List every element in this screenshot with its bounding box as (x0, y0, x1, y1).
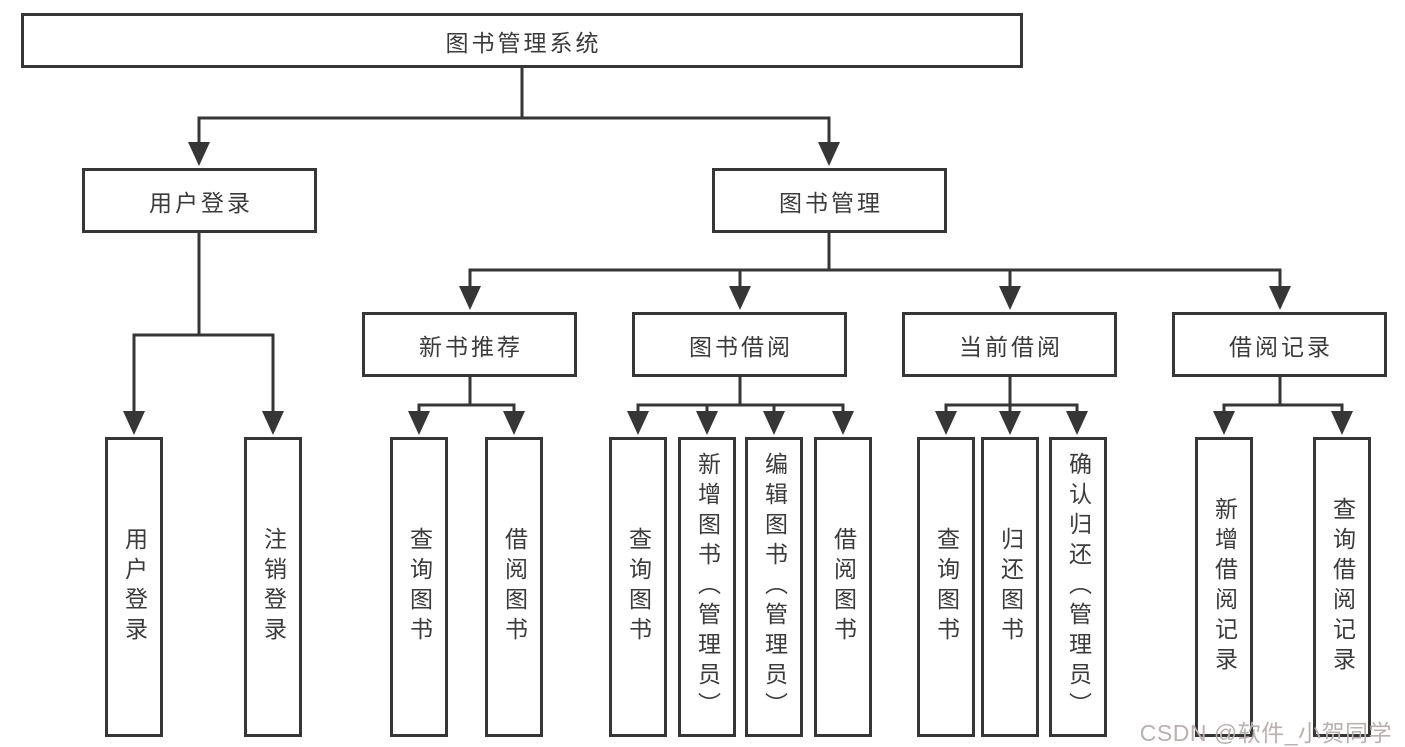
node-label: 借阅图书 (501, 527, 528, 647)
node-new-book-recommend: 新书推荐 (362, 312, 577, 377)
leaf-return-books: 归还图书 (981, 437, 1039, 737)
node-label: 确认归还（管理员） (1065, 452, 1092, 722)
node-label: 注销登录 (260, 527, 287, 647)
node-book-borrow: 图书借阅 (632, 312, 847, 377)
node-label: 新增借阅记录 (1211, 497, 1238, 677)
node-label: 借阅图书 (830, 527, 857, 647)
node-label: 编辑图书（管理员） (761, 452, 788, 722)
node-label: 图书管理 (779, 189, 883, 216)
leaf-query-borrow-record: 查询借阅记录 (1313, 437, 1371, 737)
watermark: CSDN @软件_小贺同学 (1139, 720, 1392, 746)
node-current-borrow: 当前借阅 (902, 312, 1117, 377)
leaf-query-books-1: 查询图书 (390, 437, 448, 737)
leaf-confirm-return-admin: 确认归还（管理员） (1049, 437, 1107, 737)
node-label: 借阅记录 (1229, 333, 1333, 360)
leaf-borrow-books-1: 借阅图书 (485, 437, 543, 737)
node-user-login: 用户登录 (82, 168, 317, 233)
node-label: 查询图书 (933, 527, 960, 647)
node-library-system: 图书管理系统 (21, 13, 1023, 68)
node-label: 当前借阅 (959, 333, 1063, 360)
node-label: 图书借阅 (689, 333, 793, 360)
node-label: 新增图书（管理员） (694, 452, 721, 722)
node-label: 查询借阅记录 (1329, 497, 1356, 677)
node-label: 用户登录 (121, 527, 148, 647)
node-label: 查询图书 (625, 527, 652, 647)
node-borrow-records: 借阅记录 (1172, 312, 1387, 377)
node-label: 图书管理系统 (445, 29, 602, 56)
leaf-logout: 注销登录 (244, 437, 302, 737)
leaf-add-borrow-record: 新增借阅记录 (1195, 437, 1253, 737)
node-label: 新书推荐 (419, 333, 523, 360)
node-label: 归还图书 (997, 527, 1024, 647)
leaf-add-books-admin: 新增图书（管理员） (678, 437, 736, 737)
arrowheads (123, 142, 1353, 435)
leaf-user-login: 用户登录 (105, 437, 163, 737)
leaf-borrow-books-2: 借阅图书 (814, 437, 872, 737)
node-label: 查询图书 (406, 527, 433, 647)
connector-path (132, 66, 1344, 415)
leaf-edit-books-admin: 编辑图书（管理员） (745, 437, 803, 737)
leaf-query-books-3: 查询图书 (917, 437, 975, 737)
leaf-query-books-2: 查询图书 (609, 437, 667, 737)
node-book-management: 图书管理 (712, 168, 947, 233)
node-label: 用户登录 (149, 189, 253, 216)
